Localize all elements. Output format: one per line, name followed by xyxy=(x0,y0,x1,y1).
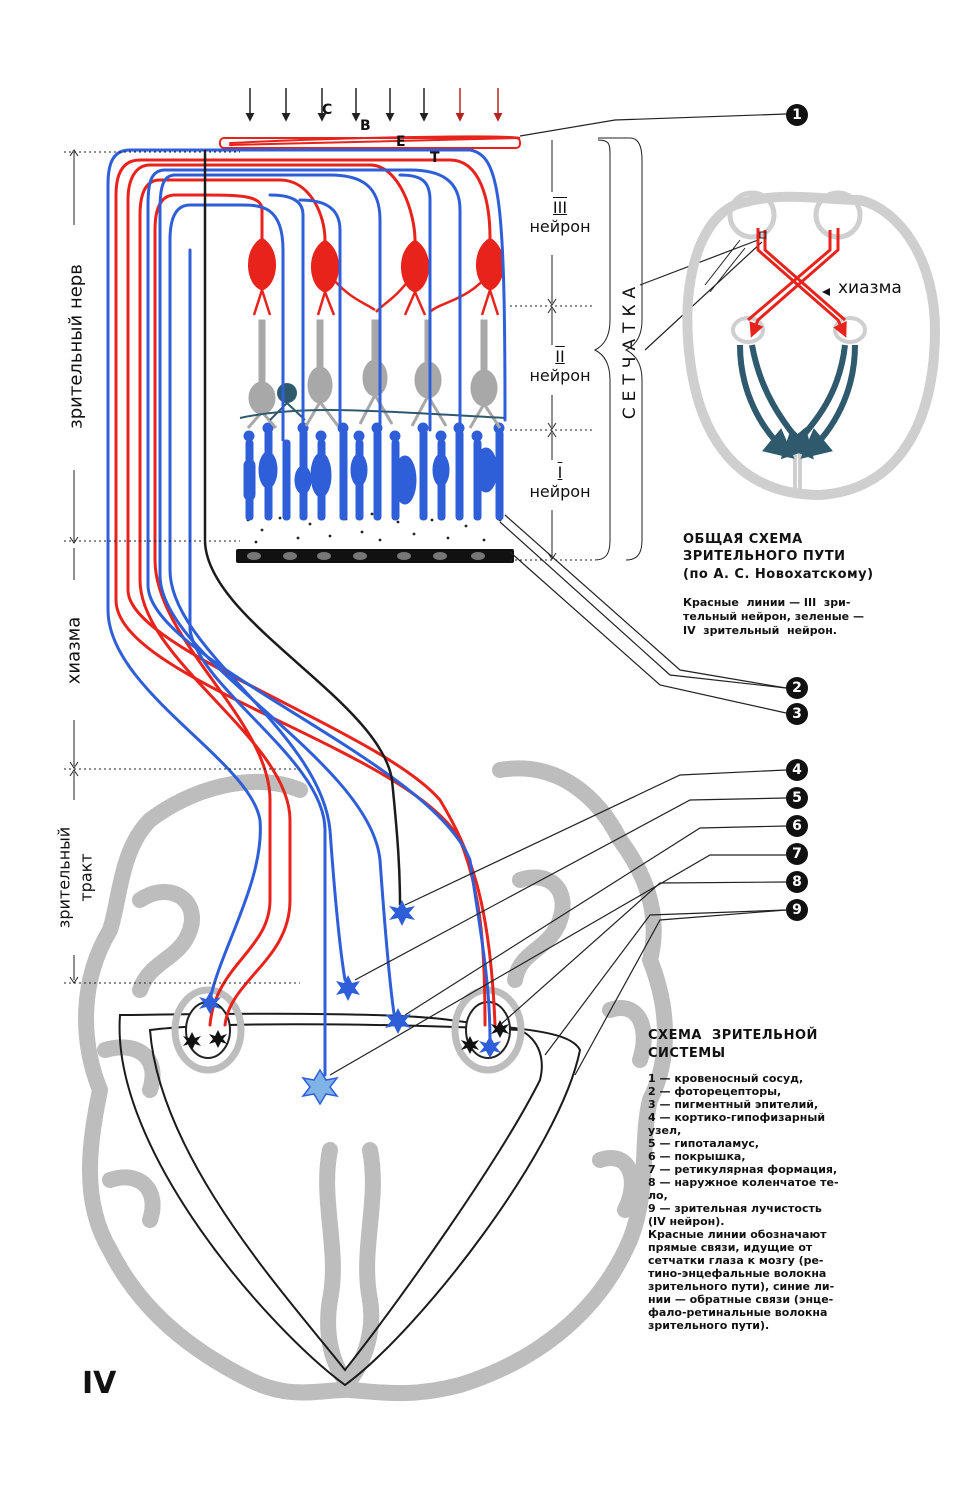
neuron-3-label: III нейрон xyxy=(515,198,605,236)
inset-brain xyxy=(682,190,941,501)
system-scheme-title-1: СХЕМА ЗРИТЕЛЬНОЙ xyxy=(648,1028,818,1043)
legend-line: (IV нейрон). xyxy=(648,1215,725,1228)
black-fiber xyxy=(203,150,402,906)
legend-line: 9 — зрительная лучистость xyxy=(648,1202,822,1215)
legend-line: фало-ретинальные волокна xyxy=(648,1306,828,1319)
legend-line: 6 — покрышка, xyxy=(648,1150,746,1163)
neuron-2-label: II нейрон xyxy=(515,347,605,385)
legend-line: 8 — наружное коленчатое те- xyxy=(648,1176,839,1189)
callout-6: 6 xyxy=(786,815,808,837)
light-letter-2: В xyxy=(360,118,371,134)
legend-line: зрительного пути), синие ли- xyxy=(648,1280,835,1293)
light-letter-4: Т xyxy=(430,150,440,166)
light-letter-1: С xyxy=(322,102,333,118)
callout-leaders xyxy=(329,113,787,1076)
general-scheme-note-3: IV зрительный нейрон. xyxy=(683,624,837,637)
blue-fibers xyxy=(106,148,507,1077)
general-scheme-note-1: Красные линии — III зри- xyxy=(683,596,851,609)
label-tract-line1: зрительный xyxy=(54,826,74,929)
callout-2: 2 xyxy=(786,677,808,699)
optic-radiation-outer xyxy=(118,1012,582,1387)
page-number: IV xyxy=(82,1366,117,1401)
callout-3: 3 xyxy=(786,703,808,725)
legend-line: 4 — кортико-гипофизарный xyxy=(648,1111,826,1124)
legend-line: нии — обратные связи (энце- xyxy=(648,1293,834,1306)
right-dimension-lines xyxy=(547,137,643,561)
neuron-2-word: нейрон xyxy=(529,366,591,385)
neuron-1-label: I нейрон xyxy=(515,463,605,501)
neuron-1-roman: I xyxy=(557,463,563,482)
legend-line: тино-энцефальные волокна xyxy=(648,1267,827,1280)
legend-line: узел, xyxy=(648,1124,682,1137)
light-arrows xyxy=(245,88,503,122)
label-tract-line2: тракт xyxy=(76,853,96,902)
general-scheme-title-1: ОБЩАЯ СХЕМА xyxy=(683,532,803,547)
label-optic-nerve: зрительный нерв xyxy=(65,264,87,429)
callout-4: 4 xyxy=(786,759,808,781)
label-retina: СЕТЧАТКА xyxy=(620,280,640,420)
legend-line: сетчатки глаза к мозгу (ре- xyxy=(648,1254,824,1267)
callout-8: 8 xyxy=(786,871,808,893)
neuron-2-roman: II xyxy=(555,347,565,366)
general-scheme-title-3: (по А. С. Новохатскому) xyxy=(683,567,874,582)
legend-line: зрительного пути). xyxy=(648,1319,770,1332)
level-lines xyxy=(64,151,595,984)
legend-line: ло, xyxy=(648,1189,668,1202)
light-letter-3: Е xyxy=(396,134,406,150)
photoreceptors xyxy=(243,422,505,521)
optic-radiation-inner xyxy=(148,1023,543,1372)
general-scheme-note-2: тельный нейрон, зеленые — xyxy=(683,610,864,623)
red-fibers xyxy=(114,135,521,1027)
light-label: С В Е Т xyxy=(317,86,447,182)
brain-section xyxy=(78,760,673,1402)
legend-line: 7 — ретикулярная формация, xyxy=(648,1163,838,1176)
legend-line: 1 — кровеносный сосуд, xyxy=(648,1072,804,1085)
inset-chiasm-label: хиазма xyxy=(838,278,902,298)
legend-line: Красные линии обозначают xyxy=(648,1228,827,1241)
legend-line: 5 — гипоталамус, xyxy=(648,1137,760,1150)
legend-line: 2 — фоторецепторы, xyxy=(648,1085,782,1098)
general-scheme-title-2: ЗРИТЕЛЬНОГО ПУТИ xyxy=(683,549,846,564)
label-chiasm: хиазма xyxy=(63,616,85,685)
system-scheme-title-2: СИСТЕМЫ xyxy=(648,1046,726,1061)
legend-line: прямые связи, идущие от xyxy=(648,1241,813,1254)
nucleus-stars xyxy=(183,900,509,1106)
legend-line: 3 — пигментный эпителий, xyxy=(648,1098,819,1111)
callout-9: 9 xyxy=(786,899,808,921)
neuron-3-word: нейрон xyxy=(529,217,591,236)
callout-7: 7 xyxy=(786,843,808,865)
neuron-1-word: нейрон xyxy=(529,482,591,501)
left-dimension-lines xyxy=(69,149,79,984)
ganglion-neurons xyxy=(248,237,504,316)
neuron-3-roman: III xyxy=(552,198,568,217)
callout-5: 5 xyxy=(786,787,808,809)
callout-1: 1 xyxy=(786,104,808,126)
